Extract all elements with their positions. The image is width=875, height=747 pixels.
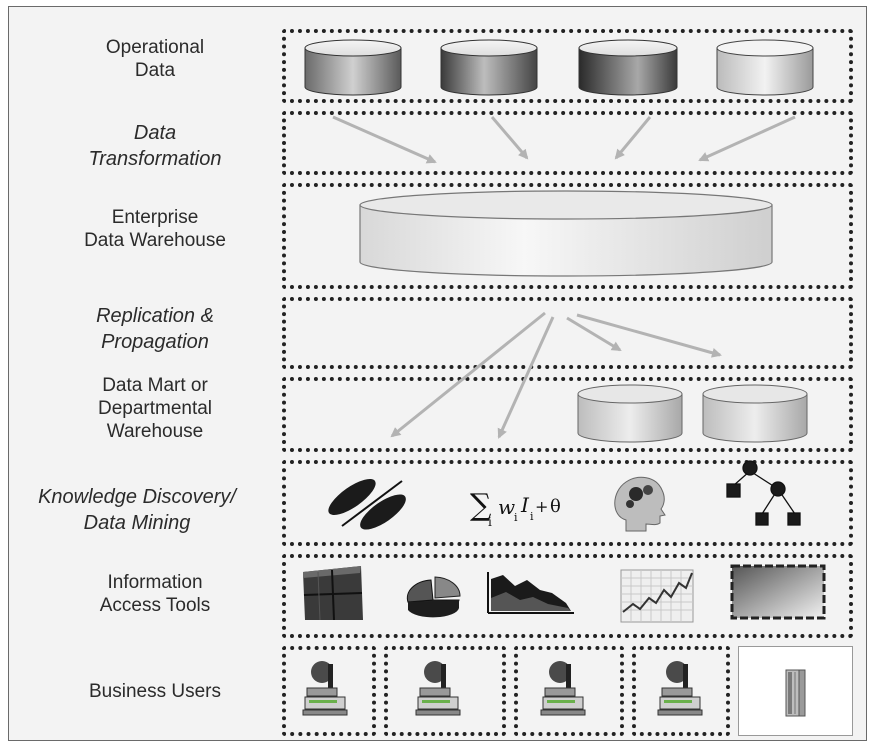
database-cylinder bbox=[716, 39, 814, 96]
svg-text:i: i bbox=[488, 515, 492, 529]
svg-text:I: I bbox=[520, 493, 530, 517]
replication-arrows bbox=[390, 311, 722, 439]
report-frame-icon bbox=[730, 564, 826, 620]
box-data-transformation bbox=[282, 111, 853, 175]
svg-text:θ: θ bbox=[550, 496, 561, 517]
svg-text:i: i bbox=[530, 510, 534, 523]
database-cylinder bbox=[578, 39, 678, 96]
label-replication-propagation: Replication &Propagation bbox=[96, 305, 214, 353]
box-user-3 bbox=[514, 646, 624, 736]
svg-text:∑: ∑ bbox=[470, 488, 492, 523]
cube-icon bbox=[303, 566, 363, 621]
workstation-icon bbox=[540, 661, 586, 716]
pie-chart-icon bbox=[406, 576, 461, 618]
database-cylinder bbox=[440, 39, 538, 96]
svg-text:w: w bbox=[498, 495, 515, 519]
data-mart-cylinder bbox=[702, 384, 808, 443]
brain-head-icon bbox=[614, 476, 666, 532]
workstation-icon bbox=[302, 661, 348, 716]
data-mart-cylinder bbox=[577, 384, 683, 443]
diagram-frame bbox=[8, 6, 867, 741]
label-knowledge-discovery: Knowledge Discovery/Data Mining bbox=[38, 486, 236, 534]
decision-tree-icon bbox=[726, 460, 801, 526]
clustering-icon bbox=[328, 478, 406, 530]
svg-text:+: + bbox=[535, 497, 548, 516]
box-user-2 bbox=[384, 646, 506, 736]
workstation-icon bbox=[657, 661, 703, 716]
formula-icon: ∑ i w i I i + θ bbox=[470, 488, 561, 529]
enterprise-warehouse-cylinder bbox=[359, 190, 773, 277]
database-cylinder bbox=[304, 39, 402, 96]
box-user-4 bbox=[632, 646, 730, 736]
box-replication bbox=[282, 297, 853, 369]
box-user-1 bbox=[282, 646, 376, 736]
transformation-arrows bbox=[332, 115, 796, 164]
box-data-mart bbox=[282, 377, 853, 452]
workstation-icon bbox=[415, 661, 461, 716]
box-enterprise-warehouse bbox=[282, 183, 853, 289]
server-tower-icon bbox=[785, 669, 806, 717]
area-chart-icon bbox=[487, 572, 574, 614]
box-operational-data bbox=[282, 29, 853, 103]
svg-text:i: i bbox=[514, 511, 518, 524]
label-business-users: Business Users bbox=[89, 681, 221, 702]
box-information-access bbox=[282, 554, 853, 638]
line-chart-icon bbox=[620, 569, 694, 623]
box-knowledge-discovery bbox=[282, 460, 853, 546]
